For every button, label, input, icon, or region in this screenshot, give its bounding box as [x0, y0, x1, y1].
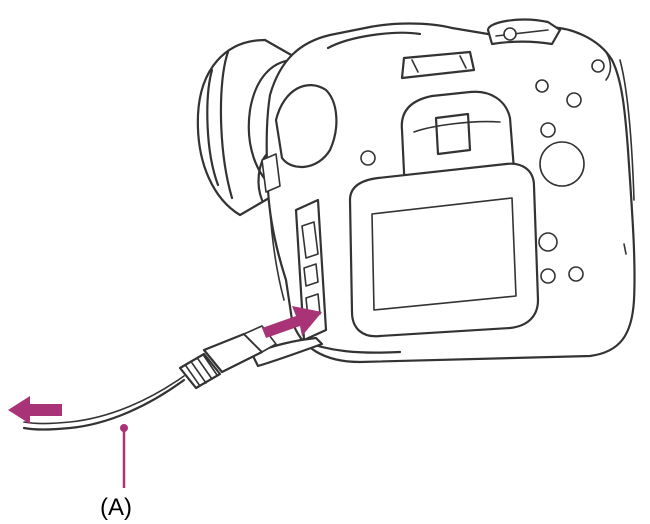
callout-leader: [120, 424, 128, 488]
callout-label-a: (A): [100, 494, 132, 522]
arrow-left-icon: [8, 396, 62, 424]
